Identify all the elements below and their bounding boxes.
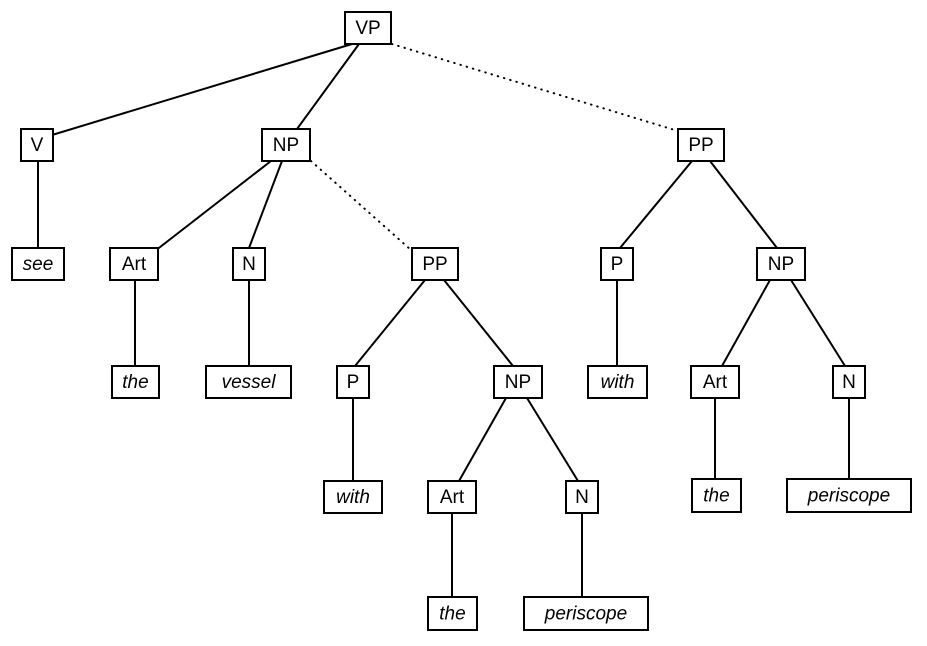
- tree-edge-np1-to-pp_mid: [310, 160, 412, 251]
- node-label-with_r: with: [601, 372, 635, 393]
- tree-node-n_right: N: [832, 365, 866, 399]
- node-box-vp: [344, 11, 392, 45]
- tree-edge-vp-to-pp_right: [391, 43, 679, 132]
- tree-node-the_r: the: [691, 478, 742, 513]
- tree-node-v: V: [20, 128, 54, 162]
- node-box-art1: [109, 247, 159, 281]
- edge-layer: [37, 43, 850, 597]
- tree-node-persc_r: periscope: [786, 478, 912, 513]
- tree-node-persc_m: periscope: [523, 596, 649, 631]
- node-label-the1: the: [122, 372, 148, 393]
- node-box-n_mid: [565, 480, 599, 514]
- tree-node-with_m: with: [323, 480, 383, 514]
- tree-node-vp: VP: [344, 11, 392, 45]
- tree-node-p_mid: P: [336, 365, 370, 399]
- tree-edge-np_right-to-n_right: [790, 279, 846, 367]
- tree-edge-np1-to-art1: [154, 160, 272, 252]
- node-label-vp: VP: [355, 18, 380, 39]
- tree-edge-pp_right-to-np_right: [709, 160, 778, 249]
- node-label-np_right: NP: [768, 254, 794, 275]
- node-box-the_m: [427, 596, 478, 631]
- tree-edge-pp_right-to-p_right: [619, 160, 693, 249]
- node-box-p_right: [600, 247, 634, 281]
- tree-edge-np_right-to-art_right: [721, 279, 771, 367]
- tree-node-see: see: [11, 247, 65, 281]
- node-label-see: see: [23, 254, 54, 275]
- tree-node-the1: the: [111, 365, 160, 399]
- tree-node-art_right: Art: [690, 365, 740, 399]
- node-box-persc_m: [523, 596, 649, 631]
- node-box-with_m: [323, 480, 383, 514]
- node-label-art1: Art: [122, 254, 147, 275]
- node-box-persc_r: [786, 478, 912, 513]
- node-box-v: [20, 128, 54, 162]
- tree-node-art1: Art: [109, 247, 159, 281]
- node-box-the_r: [691, 478, 742, 513]
- node-box-np1: [261, 128, 311, 162]
- node-box-n1: [232, 247, 266, 281]
- node-box-with_r: [587, 365, 648, 399]
- node-box-n_right: [832, 365, 866, 399]
- tree-edge-pp_mid-to-p_mid: [354, 279, 426, 367]
- node-label-the_r: the: [703, 486, 729, 507]
- node-box-pp_mid: [411, 247, 459, 281]
- node-label-n1: N: [242, 254, 256, 275]
- node-label-n_mid: N: [575, 487, 589, 508]
- tree-edge-np1-to-n1: [248, 160, 283, 249]
- tree-node-n1: N: [232, 247, 266, 281]
- node-label-np_mid: NP: [505, 372, 531, 393]
- tree-node-the_m: the: [427, 596, 478, 631]
- node-label-pp_mid: PP: [422, 254, 447, 275]
- node-label-art_right: Art: [703, 372, 728, 393]
- node-label-np1: NP: [273, 135, 299, 156]
- tree-node-np1: NP: [261, 128, 311, 162]
- tree-edge-pp_mid-to-np_mid: [443, 279, 514, 367]
- node-box-art_mid: [427, 480, 477, 514]
- tree-node-np_right: NP: [756, 247, 806, 281]
- node-box-np_right: [756, 247, 806, 281]
- node-label-v: V: [31, 135, 44, 156]
- node-label-persc_r: periscope: [807, 486, 890, 507]
- tree-node-n_mid: N: [565, 480, 599, 514]
- node-label-n_right: N: [842, 372, 856, 393]
- node-box-the1: [111, 365, 160, 399]
- node-box-art_right: [690, 365, 740, 399]
- tree-node-art_mid: Art: [427, 480, 477, 514]
- node-label-with_m: with: [336, 487, 370, 508]
- node-box-see: [11, 247, 65, 281]
- tree-edge-np_mid-to-art_mid: [458, 397, 507, 482]
- tree-node-pp_right: PP: [677, 128, 725, 162]
- tree-node-vessel: vessel: [205, 365, 292, 399]
- node-box-vessel: [205, 365, 292, 399]
- tree-edge-vp-to-v: [51, 43, 353, 136]
- node-label-pp_right: PP: [688, 135, 713, 156]
- tree-node-np_mid: NP: [493, 365, 543, 399]
- node-box-np_mid: [493, 365, 543, 399]
- node-label-the_m: the: [439, 604, 465, 625]
- node-label-p_mid: P: [347, 372, 360, 393]
- node-box-pp_right: [677, 128, 725, 162]
- node-label-p_right: P: [611, 254, 624, 275]
- node-label-art_mid: Art: [440, 487, 465, 508]
- tree-edge-np_mid-to-n_mid: [526, 397, 579, 482]
- node-label-persc_m: periscope: [544, 604, 627, 625]
- tree-node-pp_mid: PP: [411, 247, 459, 281]
- node-label-vessel: vessel: [222, 372, 277, 393]
- tree-node-with_r: with: [587, 365, 648, 399]
- tree-edge-vp-to-np1: [296, 43, 360, 130]
- tree-node-p_right: P: [600, 247, 634, 281]
- node-box-p_mid: [336, 365, 370, 399]
